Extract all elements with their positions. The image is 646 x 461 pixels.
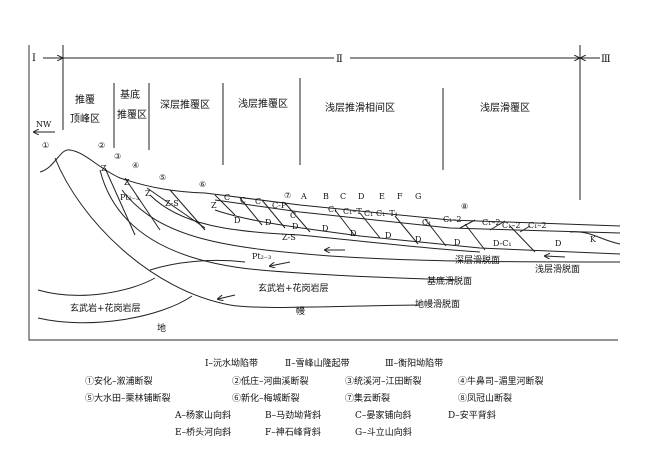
stratum-label: C bbox=[240, 196, 246, 205]
stratum-label: C bbox=[290, 211, 296, 220]
belt-label-iii: Ⅲ bbox=[601, 54, 611, 65]
fault-number: ① bbox=[42, 141, 49, 150]
legend-item: Ⅰ–沅水坳陷带 bbox=[205, 357, 258, 369]
strata-labels: Z Z Pt₂₋₃ Z Z-S Z C C C C-P C D D D D Z-… bbox=[101, 164, 597, 261]
stratum-label: D bbox=[234, 216, 240, 225]
fold-letter: A bbox=[300, 192, 307, 201]
fold-letter: C bbox=[340, 192, 346, 201]
stratum-label: C₁–2 bbox=[502, 221, 520, 230]
stratum-label: C₁ bbox=[422, 218, 431, 227]
stratum-label: Z bbox=[101, 164, 107, 173]
deep-detachment-label: 深层滑脱面 bbox=[455, 254, 500, 266]
shallow-detachment-label: 浅层滑脱面 bbox=[535, 263, 580, 275]
fold-letter: E bbox=[379, 192, 385, 201]
zone-label: 深层推覆区 bbox=[160, 98, 210, 111]
stratum-label: Z bbox=[124, 178, 130, 187]
stratum-label: C bbox=[224, 193, 230, 202]
stratum-label: Pt₂₋₃ bbox=[252, 252, 271, 261]
belt-label-i: Ⅰ bbox=[32, 53, 36, 64]
legend-item: ⑧凤冠山断裂 bbox=[458, 392, 512, 404]
stratum-label: Z bbox=[211, 201, 217, 210]
fault-number: ④ bbox=[132, 161, 139, 170]
legend-item: Ⅲ–衡阳坳陷带 bbox=[385, 357, 443, 369]
legend-item: ⑤大水田–栗林铺断裂 bbox=[85, 392, 171, 404]
zone-label: 浅层推覆区 bbox=[238, 97, 288, 110]
legend-item: D–安平背斜 bbox=[448, 409, 496, 421]
stratum-label: K bbox=[590, 235, 597, 244]
stratum-label: Z-S bbox=[165, 199, 179, 208]
geologic-lines bbox=[37, 149, 621, 324]
legend: Ⅰ–沅水坳陷带 Ⅱ–雪峰山隆起带 Ⅲ–衡阳坳陷带 ①安化–溆浦断裂 ②低庄–河曲… bbox=[85, 357, 544, 438]
fault-number: ⑧ bbox=[461, 202, 468, 211]
mantle-detachment-label: 地幔滑脱面 bbox=[415, 298, 460, 310]
stratum-label: D bbox=[415, 235, 421, 244]
fault-number: ⑤ bbox=[159, 173, 166, 182]
fault-number: ② bbox=[98, 141, 105, 150]
stratum-label: D bbox=[265, 218, 271, 227]
stratum-label: Z bbox=[145, 189, 151, 198]
legend-item: ④牛鼻司–湄里河断裂 bbox=[458, 375, 544, 387]
fault-number: ⑥ bbox=[199, 180, 206, 189]
legend-item: B–马劲坳背斜 bbox=[265, 409, 321, 421]
zone-label: 浅层滑覆区 bbox=[480, 101, 530, 114]
stratum-label: C bbox=[255, 197, 261, 206]
fault-number: ⑦ bbox=[284, 191, 291, 200]
legend-item: ①安化–溆浦断裂 bbox=[85, 375, 153, 387]
legend-item: Ⅱ–雪峰山隆起带 bbox=[285, 357, 350, 369]
stratum-label: D bbox=[385, 231, 391, 240]
stratum-label: C₁ bbox=[328, 205, 337, 214]
fold-letter: D bbox=[358, 192, 364, 201]
legend-item: C–晏家铺向斜 bbox=[355, 409, 411, 421]
basalt-granite-label: 玄武岩+花岗岩层 bbox=[258, 282, 329, 294]
stratum-label: D-C₁ bbox=[493, 239, 512, 248]
zone-label: 基底 bbox=[120, 88, 140, 101]
stratum-label: Pt₂₋₃ bbox=[120, 193, 139, 202]
zone-label: 顶峰区 bbox=[70, 113, 100, 125]
stratum-label: D bbox=[555, 239, 561, 248]
mantle-label: 幔 bbox=[296, 305, 305, 317]
legend-item: ⑥新化–梅城断裂 bbox=[232, 392, 300, 404]
stratum-label: D bbox=[350, 229, 356, 238]
fault-number: ③ bbox=[114, 152, 121, 161]
fold-letter: B bbox=[323, 192, 329, 201]
stratum-label: C₁–T bbox=[343, 207, 362, 216]
stratum-label: C₁–2 bbox=[528, 221, 546, 230]
stratum-label: D bbox=[322, 224, 328, 233]
stratum-label: D bbox=[454, 238, 460, 247]
legend-item: ②低庄–河曲溪断裂 bbox=[232, 375, 309, 387]
legend-item: ⑦集云断裂 bbox=[345, 392, 390, 404]
fold-letter: F bbox=[397, 192, 403, 201]
stratum-label: C₁–2 bbox=[443, 215, 461, 224]
mantle-label: 地 bbox=[157, 322, 166, 334]
frame bbox=[28, 45, 618, 341]
stratum-label: D bbox=[292, 222, 298, 231]
belt-label-ii: Ⅱ bbox=[336, 54, 343, 65]
stratum-label: C₁–2 bbox=[482, 218, 500, 227]
legend-item: G–斗立山向斜 bbox=[355, 426, 412, 438]
fold-letter: G bbox=[415, 192, 421, 201]
stratum-label: Z-S bbox=[282, 233, 296, 242]
zone-label: 推覆区 bbox=[117, 108, 147, 121]
basalt-granite-label: 玄武岩+花岗岩层 bbox=[70, 302, 141, 314]
legend-item: A–杨家山向斜 bbox=[174, 409, 231, 421]
legend-item: ③统溪河–江田断裂 bbox=[345, 375, 422, 387]
zone-label: 浅层推滑相间区 bbox=[325, 101, 395, 114]
legend-item: F–神石峰背斜 bbox=[265, 426, 321, 438]
stratum-label: C-P bbox=[272, 201, 287, 210]
basement-detachment-label: 基底滑脱面 bbox=[427, 275, 472, 287]
zone-label: 推覆 bbox=[75, 93, 95, 106]
legend-item: E–桥头河向斜 bbox=[175, 426, 231, 438]
stratum-label: C₁ bbox=[364, 209, 373, 218]
direction-label: NW bbox=[36, 120, 52, 129]
stratum-label: C₁–T₁ bbox=[376, 209, 398, 218]
